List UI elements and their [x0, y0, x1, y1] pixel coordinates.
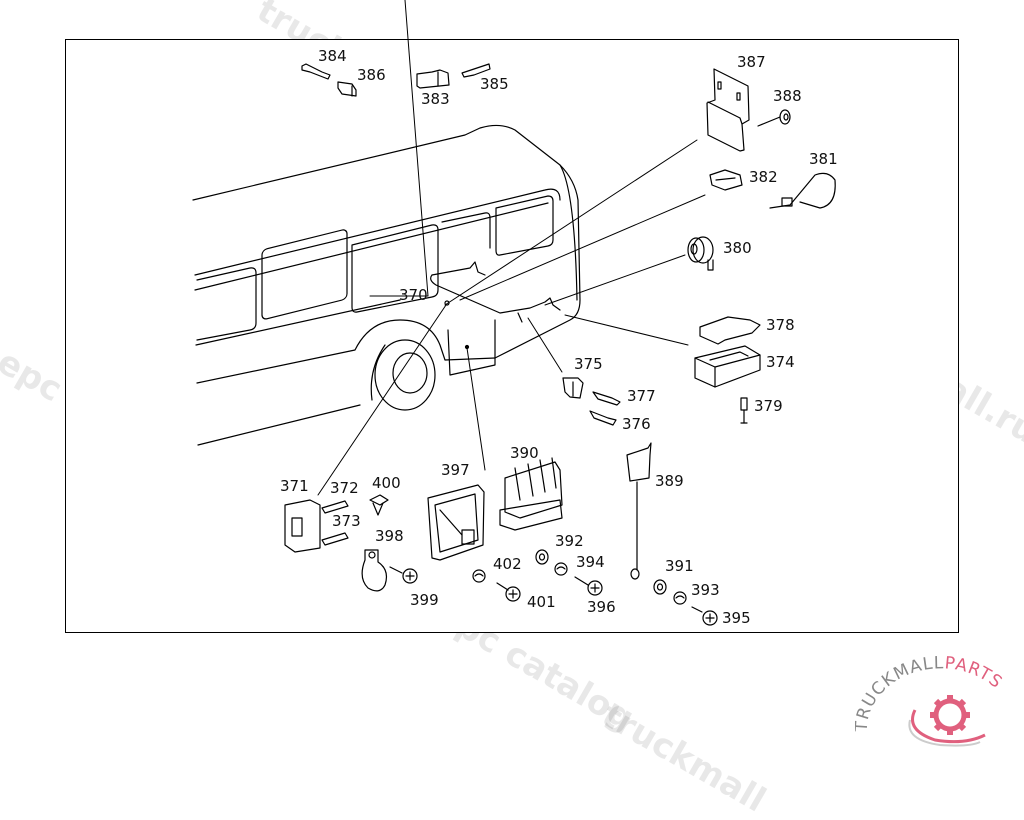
part-382-clip	[709, 169, 743, 191]
part-386-housing	[337, 81, 357, 97]
logo-text: TRUCKMALLPARTS	[855, 653, 1006, 733]
part-374-box	[694, 345, 761, 388]
callout-376: 376	[622, 415, 651, 433]
callout-391: 391	[665, 557, 694, 575]
part-373-terminal	[321, 532, 349, 546]
callout-398: 398	[375, 527, 404, 545]
part-378-lid	[699, 316, 761, 345]
callout-379: 379	[754, 397, 783, 415]
part-391-washer	[653, 579, 667, 595]
part-392-washer	[535, 549, 549, 565]
wiring-harness	[430, 261, 561, 323]
part-384-terminal	[301, 63, 331, 80]
callout-389: 389	[655, 472, 684, 490]
callout-374: 374	[766, 353, 795, 371]
part-399-screw	[389, 566, 418, 584]
callout-371: 371	[280, 477, 309, 495]
part-377-terminal	[592, 391, 621, 406]
callout-394: 394	[576, 553, 605, 571]
callout-375: 375	[574, 355, 603, 373]
callout-386: 386	[357, 66, 386, 84]
callout-384: 384	[318, 47, 347, 65]
part-395-screw	[691, 606, 718, 626]
callout-401: 401	[527, 593, 556, 611]
part-394-lockwasher	[554, 562, 568, 576]
logo-text-dark: TRUCKMALL	[855, 653, 944, 733]
parts-diagram-art	[192, 0, 836, 626]
gear-icon	[930, 695, 970, 735]
part-396-screw	[574, 576, 603, 596]
part-383-connector	[416, 69, 450, 89]
part-381-cable-tie	[769, 172, 836, 209]
callout-373: 373	[332, 512, 361, 530]
callout-392: 392	[555, 532, 584, 550]
callout-390: 390	[510, 444, 539, 462]
callout-385: 385	[480, 75, 509, 93]
callout-378: 378	[766, 316, 795, 334]
callout-393: 393	[691, 581, 720, 599]
part-401-screw	[496, 582, 521, 602]
part-385-terminal	[461, 63, 491, 78]
callout-372: 372	[330, 479, 359, 497]
callout-370: 370	[399, 286, 428, 304]
callout-396: 396	[587, 598, 616, 616]
callout-387: 387	[737, 53, 766, 71]
part-400-push-clip	[369, 494, 389, 516]
diagram-frame	[65, 39, 959, 633]
vehicle-body-outline	[192, 124, 581, 446]
part-398-cable-clamp	[361, 549, 388, 592]
part-379-pin	[740, 397, 748, 424]
part-393-lockwasher	[673, 591, 687, 605]
callout-380: 380	[723, 239, 752, 257]
logo-swoosh	[911, 709, 986, 744]
part-387-bracket	[706, 68, 750, 152]
part-389-sensor-cable	[626, 442, 652, 580]
callout-395: 395	[722, 609, 751, 627]
callout-402: 402	[493, 555, 522, 573]
part-390-heat-sink-module	[499, 457, 563, 531]
callout-388: 388	[773, 87, 802, 105]
part-397-control-unit	[427, 484, 485, 561]
part-388-screw	[757, 109, 791, 127]
part-380-grommet	[687, 236, 714, 271]
callout-399: 399	[410, 591, 439, 609]
part-372-terminal	[321, 500, 349, 514]
callout-400: 400	[372, 474, 401, 492]
logo-text-accent: PARTS	[944, 653, 1006, 693]
part-375-relay	[562, 377, 584, 399]
part-371-connector-housing	[284, 499, 321, 553]
callout-381: 381	[809, 150, 838, 168]
callout-377: 377	[627, 387, 656, 405]
callout-397: 397	[441, 461, 470, 479]
part-402-lockwasher	[472, 569, 486, 583]
callout-382: 382	[749, 168, 778, 186]
truckmall-parts-logo: TRUCKMALLPARTS	[855, 653, 1006, 747]
callout-383: 383	[421, 90, 450, 108]
part-376-terminal	[589, 410, 617, 426]
leader-lines	[317, 0, 706, 496]
logo-swoosh-shadow	[908, 719, 981, 747]
